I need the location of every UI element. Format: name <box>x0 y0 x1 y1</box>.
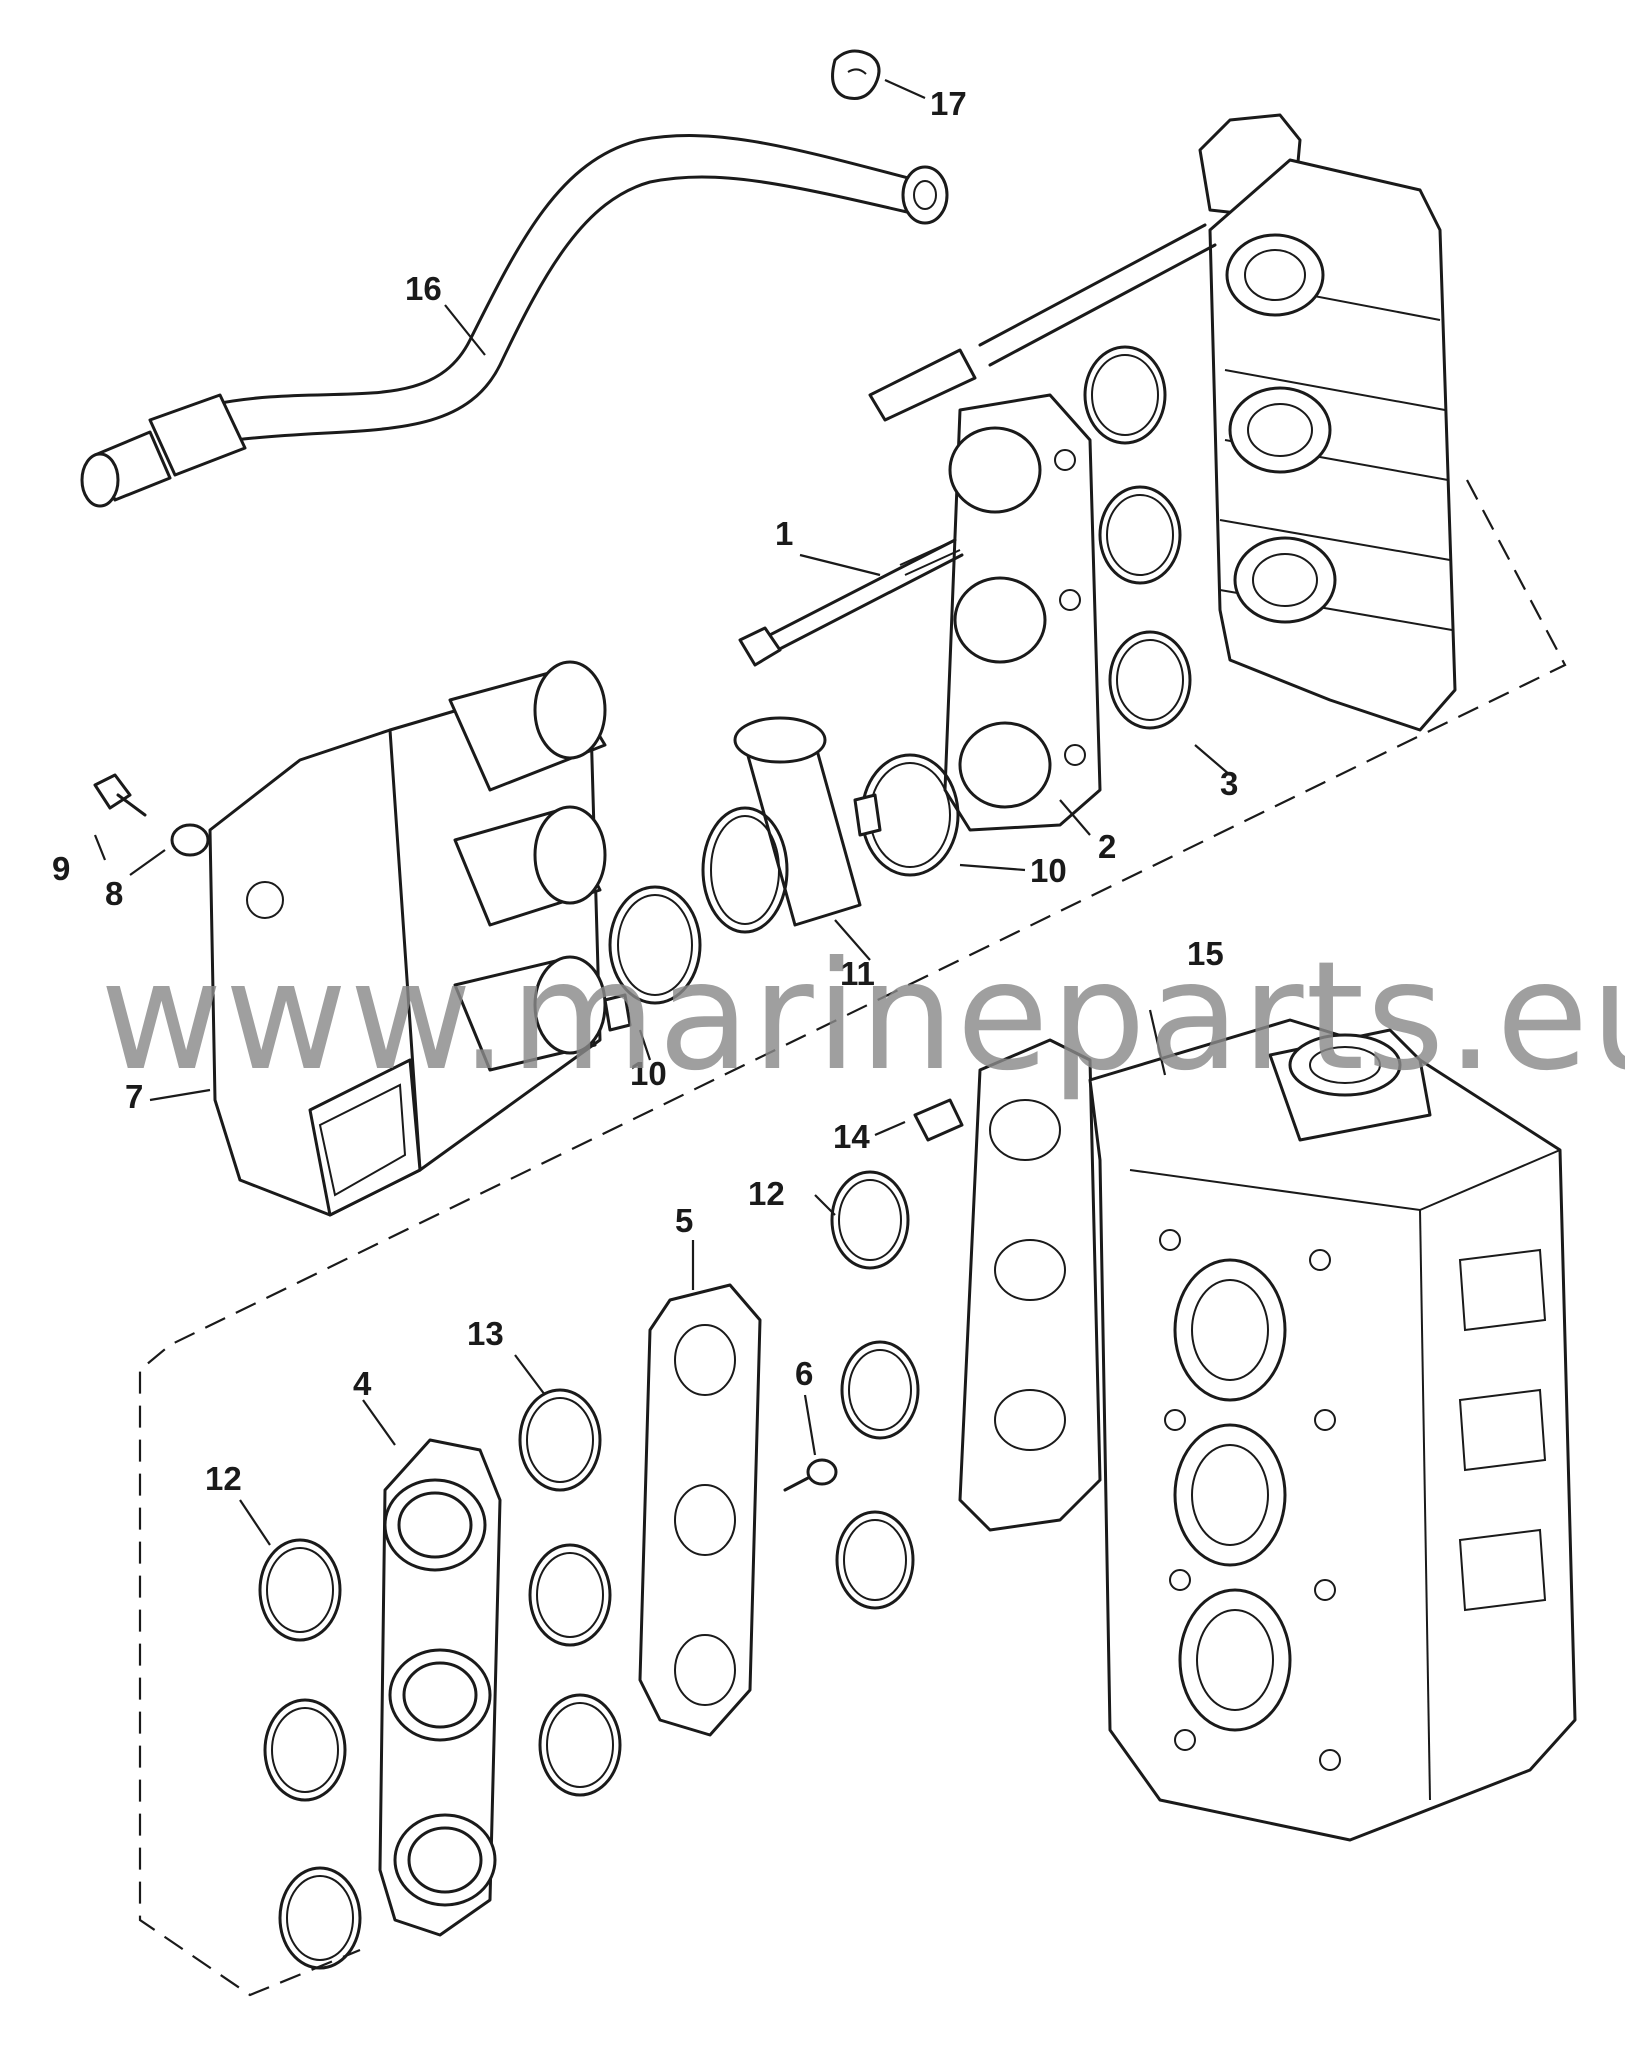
callout-4: 4 <box>353 1365 372 1402</box>
part-11-sleeve[interactable] <box>701 716 862 934</box>
callout-7: 7 <box>125 1078 143 1115</box>
assembly-dashed-lines <box>138 479 1567 1997</box>
part-1-bolt[interactable] <box>738 538 964 667</box>
callout-14: 14 <box>833 1118 870 1155</box>
part-9-screw[interactable] <box>93 773 147 817</box>
callout-6: 6 <box>795 1355 813 1392</box>
callout-9: 9 <box>52 850 70 887</box>
part-5-gasket[interactable] <box>638 1283 762 1737</box>
part-10-clamp-upper[interactable] <box>853 753 960 877</box>
part-4-intake-adaptor[interactable] <box>378 1438 502 1937</box>
callout-10-upper: 10 <box>1030 852 1067 889</box>
callout-13: 13 <box>467 1315 504 1352</box>
part-12-o-rings-left[interactable] <box>258 1538 362 1970</box>
coil-pack-assembly[interactable] <box>868 113 1457 732</box>
callout-12-lower: 12 <box>205 1460 242 1497</box>
callout-11: 11 <box>840 955 875 992</box>
watermark-text: www.marineparts.eu <box>100 930 1625 1104</box>
callout-16: 16 <box>405 270 442 307</box>
callout-12-upper: 12 <box>748 1175 785 1212</box>
callout-2: 2 <box>1098 828 1116 865</box>
part-7-intake-manifold[interactable] <box>208 660 607 1217</box>
part-12-o-rings-right[interactable] <box>830 1170 920 1610</box>
part-17-clip[interactable] <box>831 49 881 100</box>
callout-15: 15 <box>1187 935 1224 972</box>
part-6-screw[interactable] <box>783 1458 838 1492</box>
callout-5: 5 <box>675 1202 693 1239</box>
cylinder-head[interactable] <box>1088 1018 1577 1842</box>
part-2-adaptor-plate[interactable] <box>943 393 1102 832</box>
callout-8: 8 <box>105 875 123 912</box>
head-gasket[interactable] <box>958 1038 1102 1532</box>
callout-1: 1 <box>775 515 793 552</box>
part-10-clamp-lower[interactable] <box>603 885 702 1032</box>
part-8-washer[interactable] <box>170 823 210 857</box>
callout-10-lower: 10 <box>630 1055 667 1092</box>
callout-3: 3 <box>1220 765 1238 802</box>
part-3-o-rings[interactable] <box>1083 345 1192 730</box>
callout-labels: 17 16 1 2 3 10 11 10 9 8 7 15 14 12 5 6 … <box>52 85 1238 1497</box>
callout-leader-lines <box>93 78 1231 1546</box>
callout-17: 17 <box>930 85 967 122</box>
part-13-o-rings[interactable] <box>518 1388 622 1797</box>
part-14-dowel-pin[interactable] <box>913 1098 964 1142</box>
part-16-hose[interactable] <box>80 134 949 508</box>
